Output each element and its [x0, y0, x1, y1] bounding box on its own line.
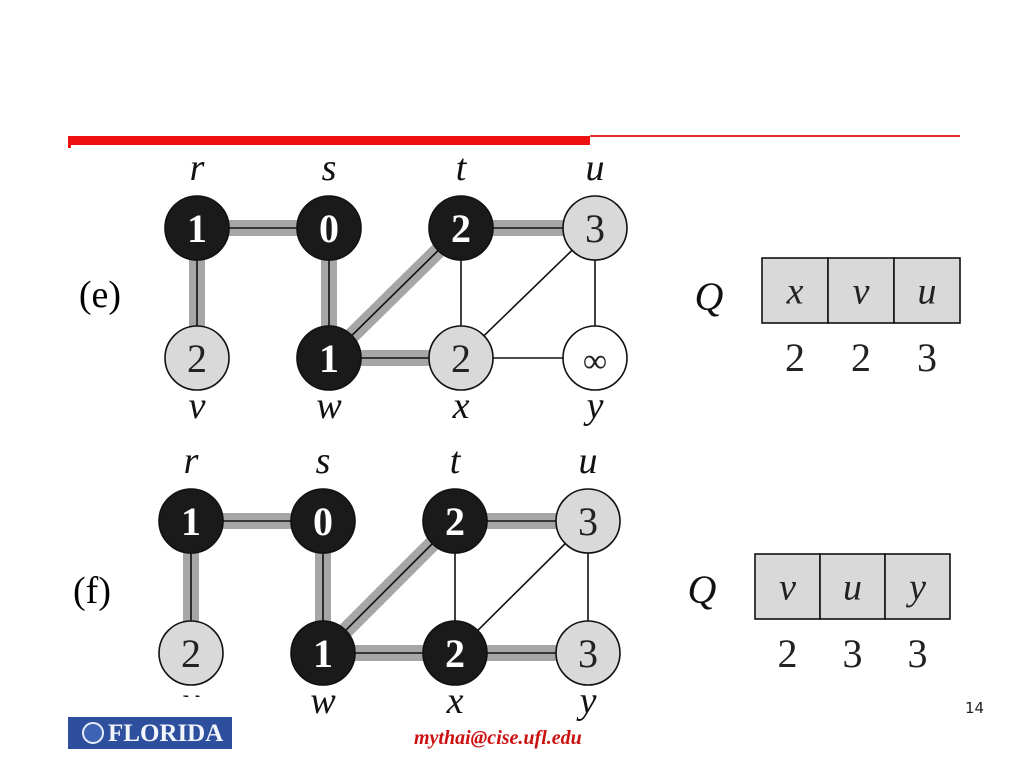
vertex-label-w: w	[310, 680, 336, 722]
vertex-w	[296, 325, 362, 391]
queue-distance: 3	[917, 335, 937, 380]
vertex-y	[562, 325, 628, 391]
vertex-y	[555, 620, 621, 686]
queue-item-u: u	[918, 271, 937, 313]
vertex-x	[428, 325, 494, 391]
queue-item-v: v	[779, 567, 796, 609]
vertex-t	[428, 195, 494, 261]
queue-distance: 3	[908, 631, 928, 676]
vertex-distance-w: 1	[313, 631, 333, 676]
title-rule-red	[68, 136, 590, 145]
vertex-label-y: y	[576, 680, 597, 722]
vertex-label-r: r	[190, 147, 205, 189]
panel-label: (e)	[79, 274, 121, 316]
queue-distance: 3	[843, 631, 863, 676]
queue-distance: 2	[785, 335, 805, 380]
vertex-label-u: u	[586, 147, 605, 189]
vertex-distance-s: 0	[313, 499, 333, 544]
vertex-distance-s: 0	[319, 206, 339, 251]
vertex-label-t: t	[456, 147, 468, 189]
vertex-v	[158, 620, 224, 686]
vertex-distance-v: 2	[187, 336, 207, 381]
vertex-u	[562, 195, 628, 261]
vertex-distance-t: 2	[451, 206, 471, 251]
queue-cell	[754, 553, 821, 620]
queue-cell	[893, 257, 961, 324]
vertex-label-x: x	[446, 680, 464, 722]
vertex-label-u: u	[579, 440, 598, 482]
vertex-w	[290, 620, 356, 686]
vertex-s	[296, 195, 362, 261]
panel-f: (f)1r0s2t3u2v1w2x3yQv2u3y3	[73, 440, 951, 722]
vertex-distance-v: 2	[181, 631, 201, 676]
queue-label: Q	[688, 567, 717, 612]
university-logo: FLORIDA	[68, 697, 232, 751]
vertex-label-s: s	[322, 147, 337, 189]
queue-distance: 2	[851, 335, 871, 380]
vertex-distance-t: 2	[445, 499, 465, 544]
vertex-distance-r: 1	[181, 499, 201, 544]
vertex-v	[164, 325, 230, 391]
queue-item-u: u	[843, 567, 862, 609]
page-number: 14	[965, 699, 985, 717]
vertex-distance-x: 2	[445, 631, 465, 676]
vertex-s	[290, 488, 356, 554]
vertex-distance-y: ∞	[583, 343, 607, 380]
seal-icon	[82, 722, 104, 744]
queue-item-x: x	[786, 271, 804, 313]
queue-label: Q	[695, 274, 724, 319]
queue-distance: 2	[778, 631, 798, 676]
queue-cell	[884, 553, 951, 620]
vertex-label-w: w	[316, 385, 342, 427]
title-rule-thin	[590, 135, 960, 137]
queue-item-v: v	[853, 271, 870, 313]
panel-label: (f)	[73, 570, 111, 612]
vertex-distance-u: 3	[585, 206, 605, 251]
vertex-u	[555, 488, 621, 554]
queue-item-y: y	[905, 567, 926, 609]
vertex-distance-x: 2	[451, 336, 471, 381]
footer-email: mythai@cise.ufl.edu	[414, 727, 582, 749]
vertex-r	[158, 488, 224, 554]
vertex-t	[422, 488, 488, 554]
vertex-distance-y: 3	[578, 631, 598, 676]
vertex-distance-w: 1	[319, 336, 339, 381]
queue-cell	[761, 257, 829, 324]
vertex-label-y: y	[583, 385, 604, 427]
title-rule-tick	[68, 136, 71, 148]
vertex-label-s: s	[316, 440, 331, 482]
vertex-r	[164, 195, 230, 261]
queue-cell	[827, 257, 895, 324]
logo-text: FLORIDA	[108, 720, 224, 747]
vertex-distance-r: 1	[187, 206, 207, 251]
vertex-label-v: v	[189, 385, 206, 427]
vertex-label-x: x	[452, 385, 470, 427]
vertex-label-r: r	[184, 440, 199, 482]
vertex-distance-u: 3	[578, 499, 598, 544]
vertex-x	[422, 620, 488, 686]
vertex-label-t: t	[450, 440, 462, 482]
